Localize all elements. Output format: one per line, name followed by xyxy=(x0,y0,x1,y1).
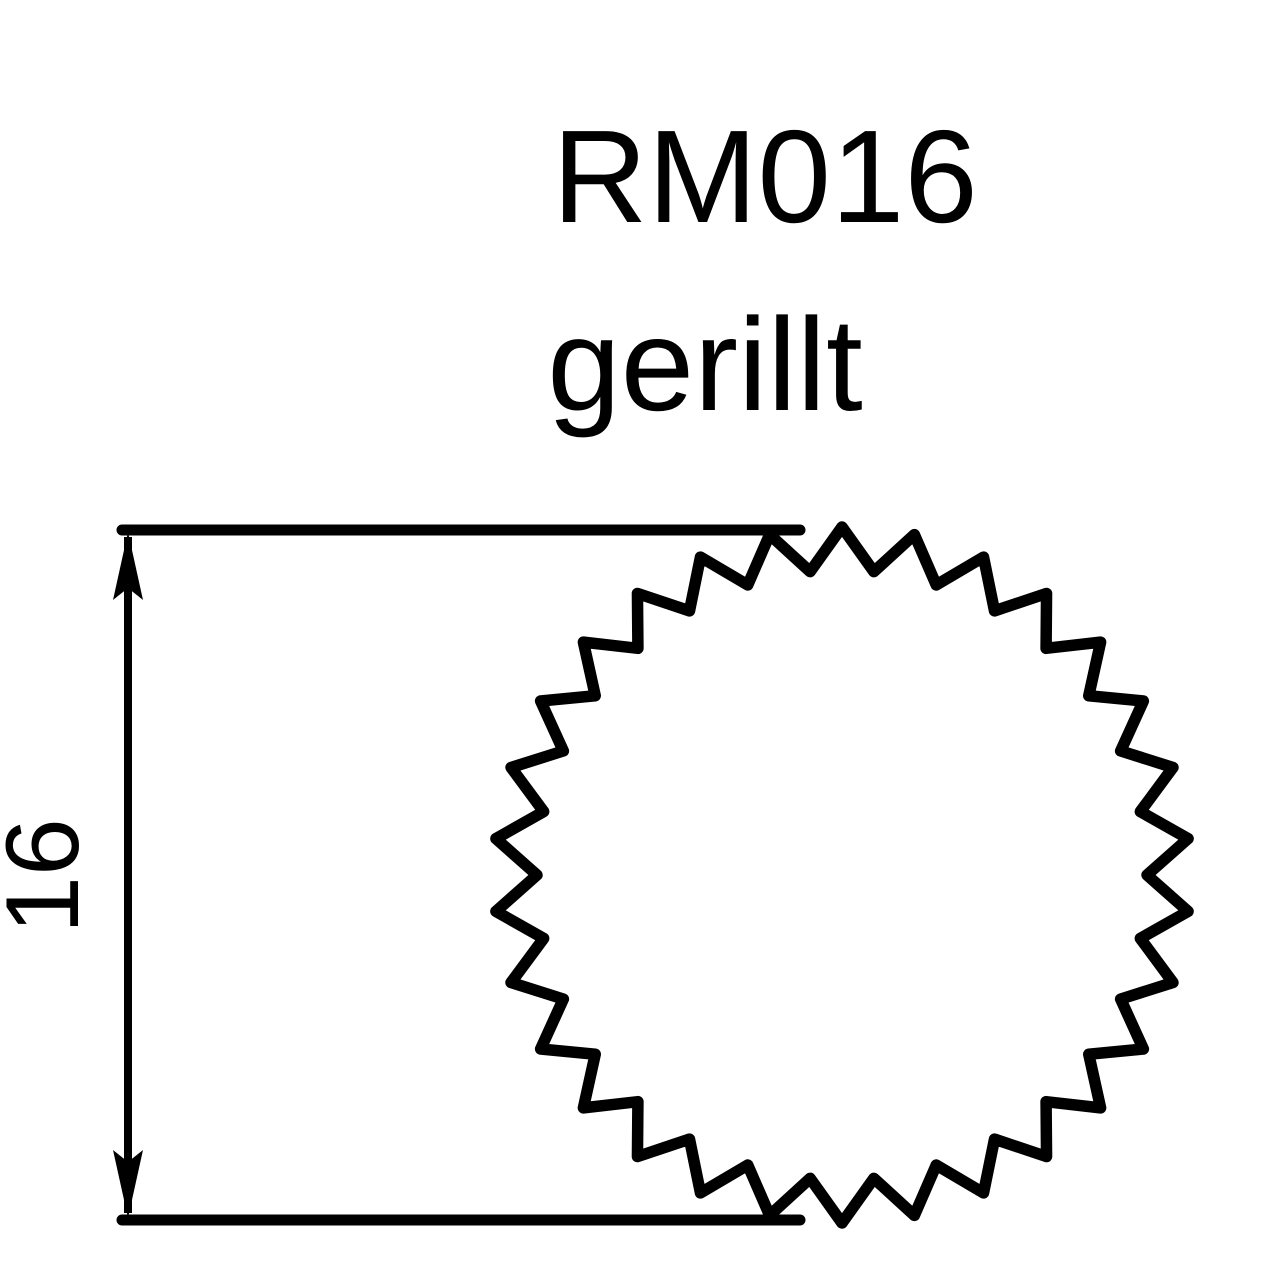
page-title: RM016 xyxy=(552,103,978,250)
dimension-label-height: 16 xyxy=(0,818,101,934)
page-subtitle: gerillt xyxy=(547,291,862,438)
knurled-disc-outline xyxy=(490,521,1194,1229)
dimension-arrow-top xyxy=(113,532,143,600)
dimension-arrow-bottom xyxy=(113,1150,143,1218)
